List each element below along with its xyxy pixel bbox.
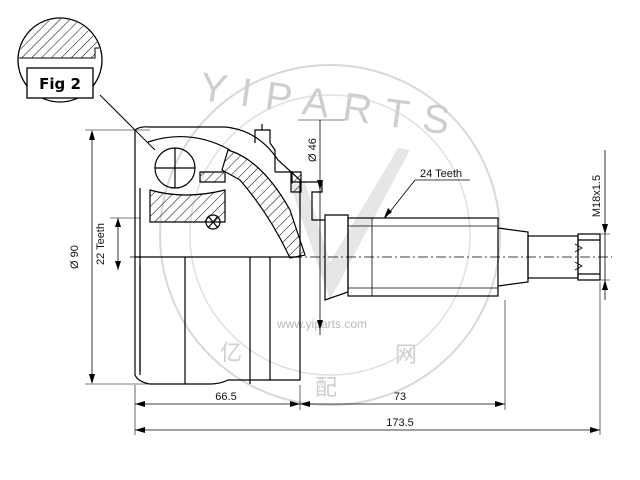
watermark-char-3: 网	[395, 343, 417, 368]
cage-section	[149, 189, 226, 223]
watermark-ring-inner	[189, 94, 471, 376]
watermark-brand: YIPARTS	[197, 65, 466, 146]
fig-leader-line	[99, 94, 156, 151]
label-outer-diameter: Ø 90	[69, 245, 81, 269]
label-total-length: 173.5	[386, 417, 414, 429]
dimension-labels: Ø 90 22 Teeth Ø 46 24 Teeth M18x1.5 66.5…	[69, 138, 603, 429]
dimension-lines	[85, 119, 610, 435]
label-body-length: 66.5	[215, 391, 236, 403]
cv-joint-part	[130, 124, 612, 385]
watermark-ring-outer	[159, 64, 501, 406]
label-inner-teeth: 22 Teeth	[95, 223, 107, 265]
label-outer-teeth: 24 Teeth	[420, 168, 462, 180]
label-thread: M18x1.5	[591, 175, 603, 217]
watermark: YIPARTS www.yiparts.com 亿 配 网	[159, 64, 501, 406]
inner-race	[199, 171, 226, 183]
fig-detail-bubble: Fig 2	[17, 17, 156, 151]
neck-collar	[254, 124, 271, 143]
fig-label: Fig 2	[39, 75, 81, 93]
splined-shaft	[347, 217, 499, 297]
bell-housing-outline	[134, 126, 301, 385]
ball-bearing-small	[205, 214, 221, 230]
fig-label-box	[26, 67, 94, 99]
housing-section-hatch	[221, 149, 306, 259]
label-shaft-diameter: Ø 46	[307, 138, 319, 162]
label-stem-length: 73	[394, 391, 406, 403]
watermark-char-2: 配	[315, 376, 337, 401]
watermark-check-mark	[290, 148, 410, 300]
watermark-char-1: 亿	[220, 341, 242, 366]
